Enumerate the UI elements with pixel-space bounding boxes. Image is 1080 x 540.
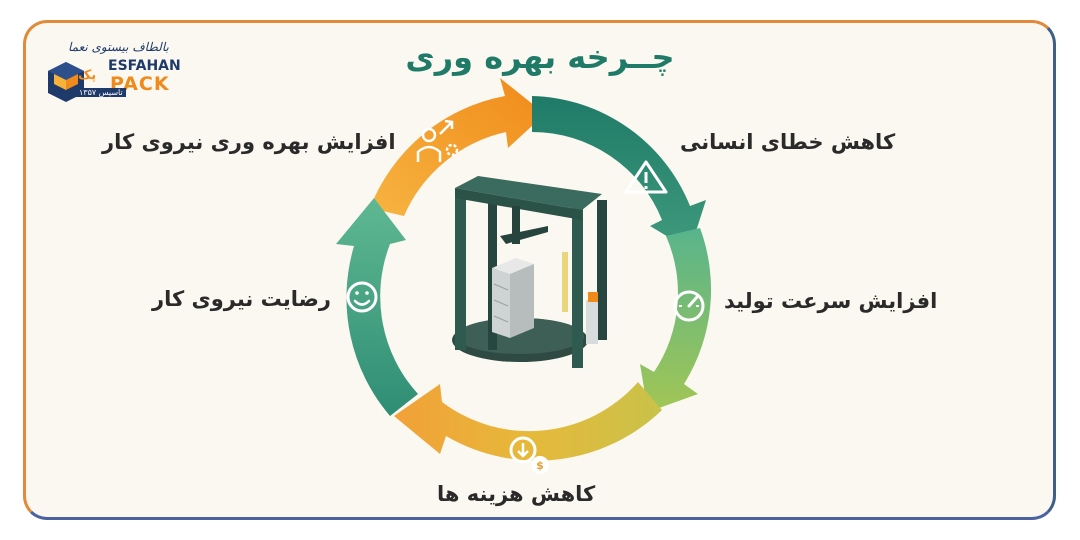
cycle-arrow-left xyxy=(336,198,418,416)
logo-esfahan: ESFAHAN xyxy=(108,58,181,74)
label-increase-workforce-productivity: افزایش بهره وری نیروی کار xyxy=(102,130,396,154)
logo-box-icon xyxy=(48,62,84,102)
page-title: چــرخه بهره وری xyxy=(405,38,675,76)
label-reduce-costs: کاهش هزینه ها xyxy=(437,482,596,506)
logo-persian-brand: پک xyxy=(78,68,97,83)
svg-text:$: $ xyxy=(536,459,544,472)
stretch-wrapper-machine xyxy=(452,176,607,368)
cycle-arrow-bottom xyxy=(394,382,662,461)
smiley-icon xyxy=(346,281,378,313)
logo: بالطاف بیستوی نعما پک ESFAHAN PACK تاسیس… xyxy=(44,40,184,110)
worker-growth-icon xyxy=(416,119,459,162)
cycle-arrow-top xyxy=(370,78,545,216)
cycle-arrow-right-upper xyxy=(532,96,706,250)
cost-down-icon: $ xyxy=(509,436,549,474)
cycle-arrow-right-lower xyxy=(640,228,712,412)
label-reduce-human-error: کاهش خطای انسانی xyxy=(680,130,896,154)
speedometer-icon xyxy=(673,290,705,322)
label-workforce-satisfaction: رضایت نیروی کار xyxy=(152,287,332,311)
logo-since: تاسیس ۱۳۵۷ xyxy=(76,88,126,97)
logo-script: بالطاف بیستوی نعما xyxy=(68,40,169,54)
warning-icon xyxy=(624,160,668,194)
label-increase-production-speed: افزایش سرعت تولید xyxy=(724,289,938,313)
